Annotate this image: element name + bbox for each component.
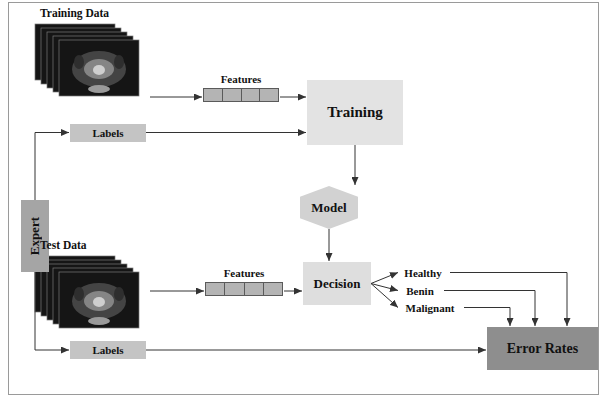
connector [371,273,398,284]
node-text: Decision [314,276,361,292]
mri-slice [59,272,139,328]
node-text: Benin [406,285,434,297]
connector [355,145,356,185]
feature-vector: Features [205,266,283,298]
node-text: Features [221,72,262,86]
node-text: Training [327,104,383,121]
feature-cell [244,282,264,296]
label-box: Labels [70,341,146,359]
node-text: Malignant [406,302,455,314]
feature-cell [224,282,244,296]
model-hexagon: Model [300,186,358,229]
node-text: Model [311,200,346,216]
class-label: Benin [400,283,440,298]
node-text: Labels [92,344,123,356]
node-text: Test Data [35,238,147,253]
feature-cell [263,282,283,296]
image-stack: Training Data [35,6,147,98]
image-stack: Test Data [35,238,147,330]
node-text: Error Rates [507,341,578,357]
connector [450,273,567,327]
connector [150,291,204,292]
class-label: Healthy [400,265,446,280]
hexagon-shape [300,186,358,229]
connector [464,308,510,327]
connector [35,133,69,201]
mri-slice [59,40,139,96]
feature-bar [205,282,283,296]
feature-bar [203,88,279,102]
feature-cell [222,88,242,102]
node-text: Labels [92,127,123,139]
result-box: Error Rates [487,327,598,370]
label-box: Labels [70,124,146,142]
feature-cell [259,88,279,102]
process-box: Training [307,80,403,145]
feature-cell [205,282,225,296]
training-image-stack [35,24,139,96]
connector [280,97,306,98]
decision-box: Decision [303,262,371,305]
connector [284,291,302,292]
feature-vector: Features [203,72,279,104]
node-text: Healthy [404,267,441,279]
expert-box: Expert [21,200,49,272]
connector [150,97,202,98]
test-image-stack [35,256,139,328]
connector [35,272,69,350]
class-label: Malignant [400,300,460,315]
connector [444,291,535,327]
connector [146,132,306,133]
feature-cell [241,88,261,102]
node-text: Features [224,266,265,280]
connector [371,284,398,308]
connector [329,229,330,261]
frame [9,3,599,395]
connector [146,350,486,351]
node-text: Training Data [35,6,147,21]
feature-cell [203,88,223,102]
